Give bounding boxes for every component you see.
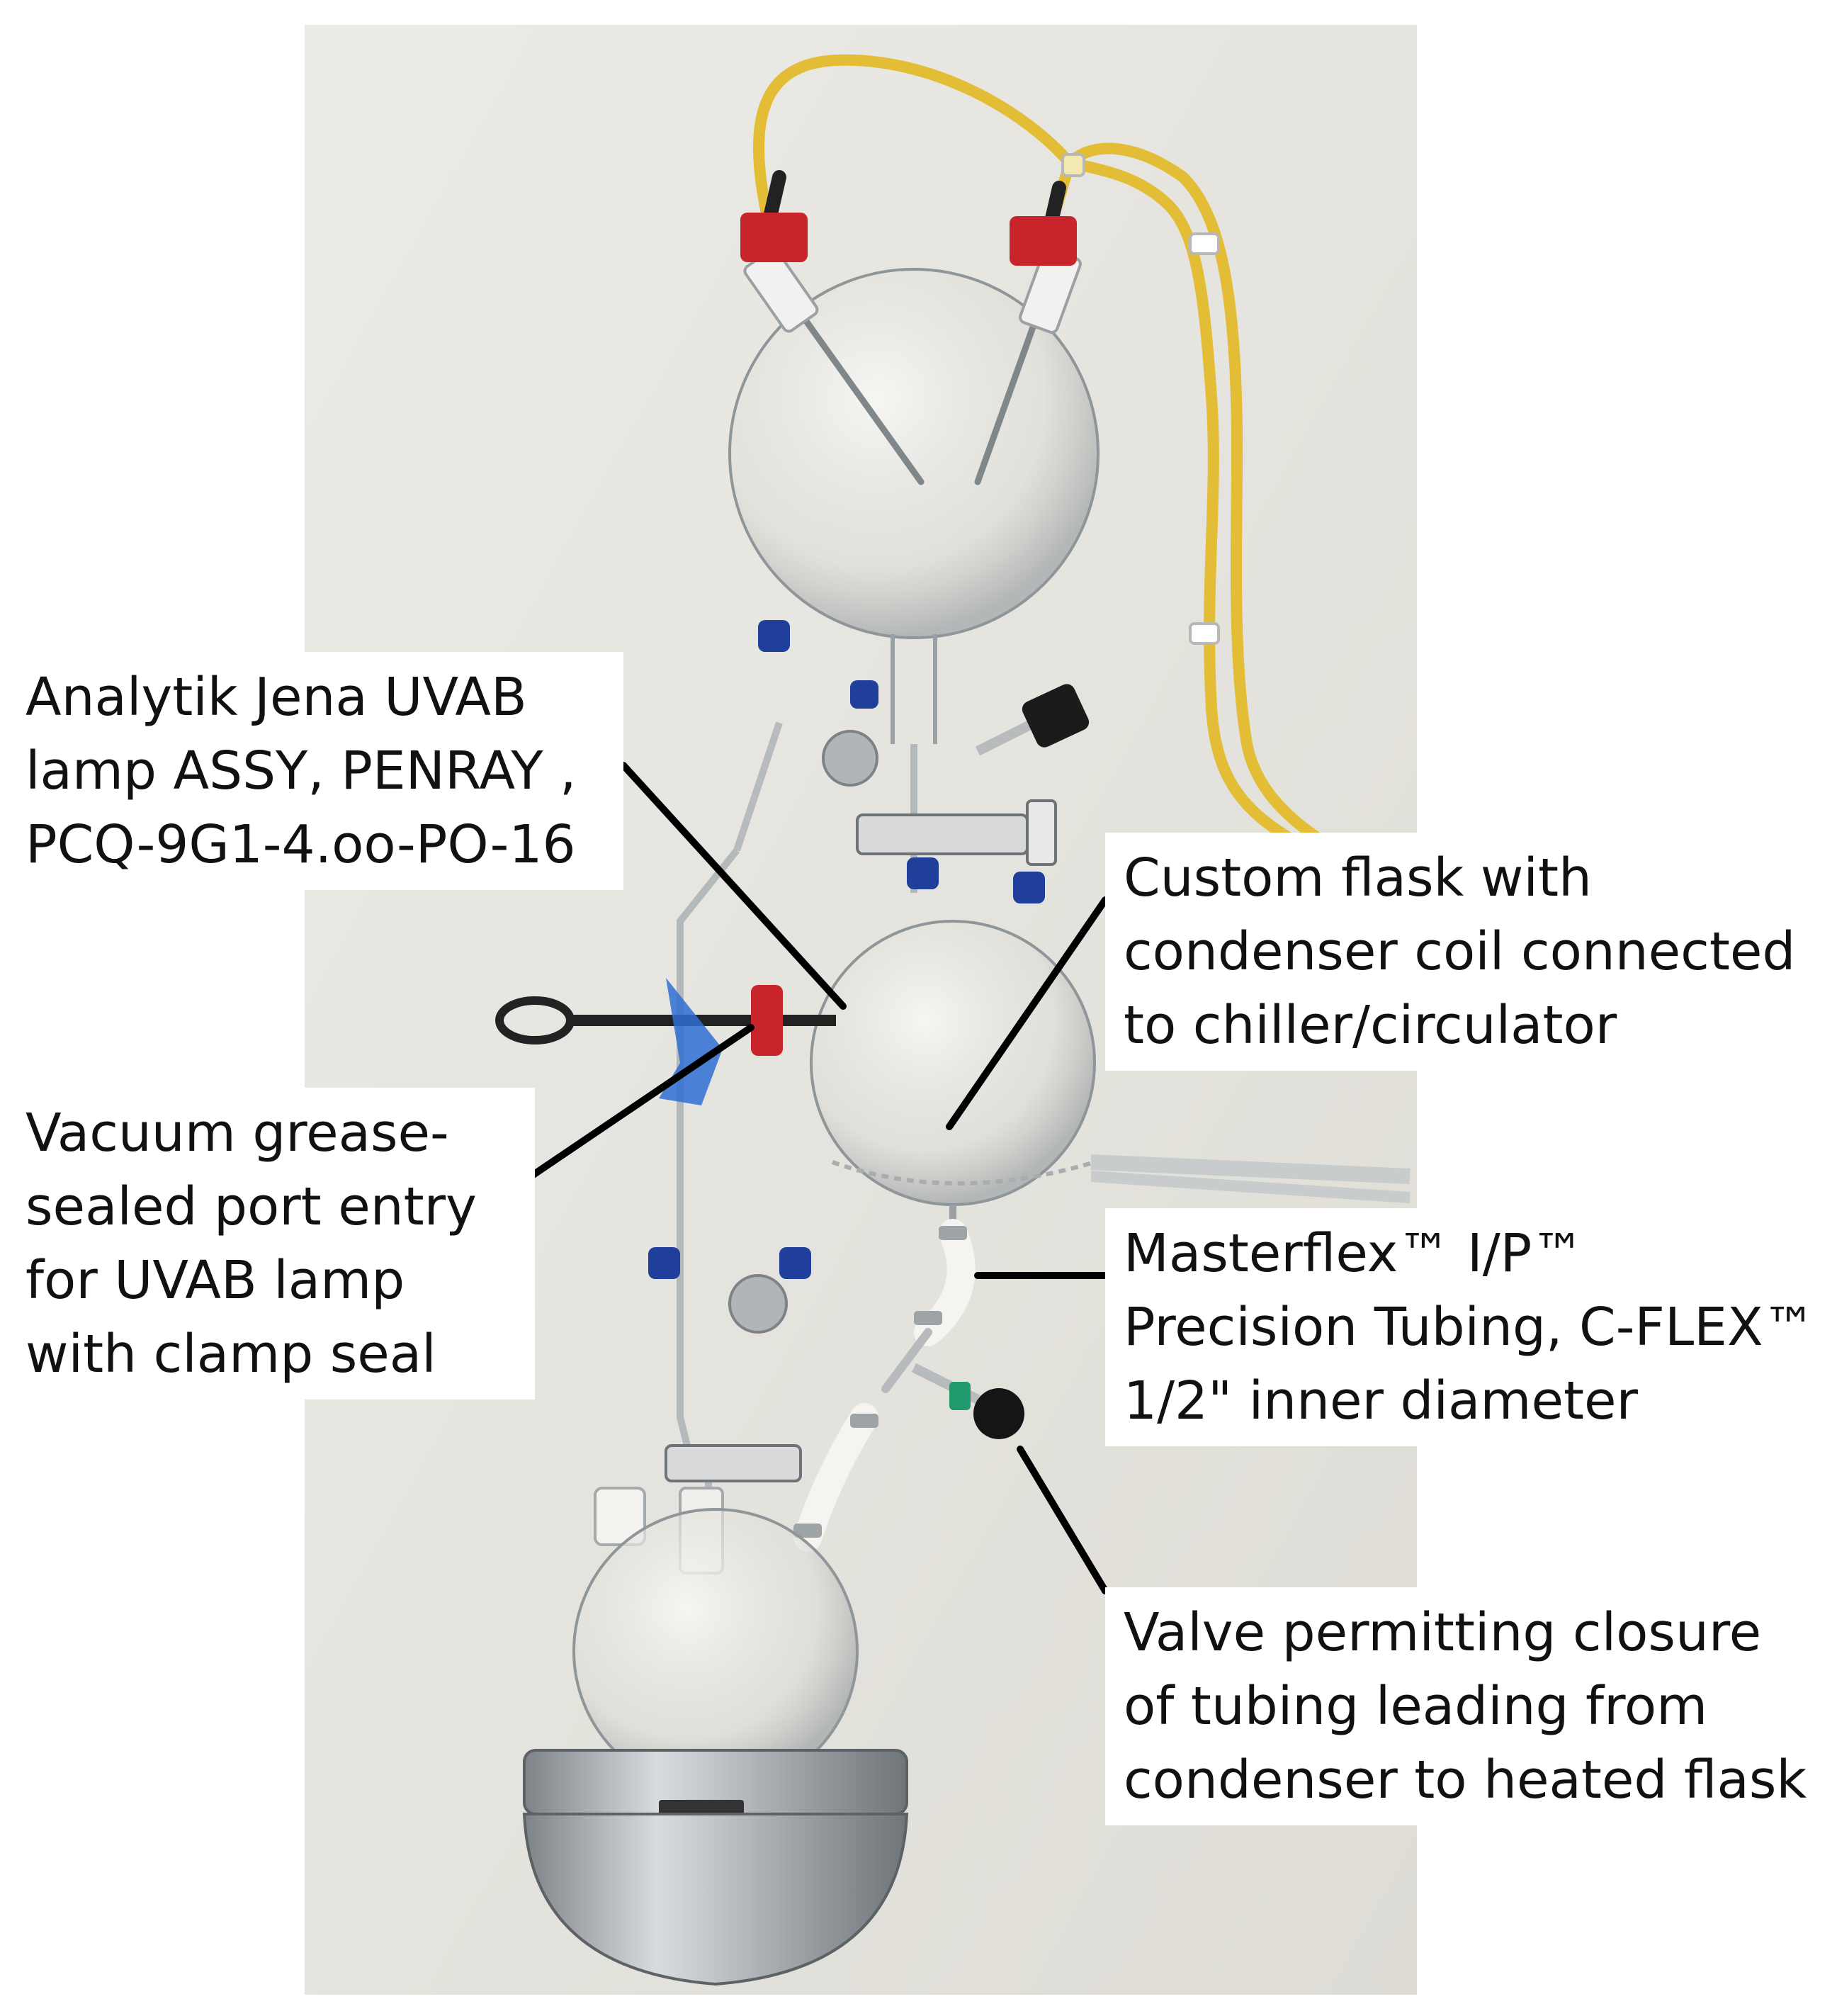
label-port-line2: sealed port entry: [26, 1176, 477, 1237]
leader-lines: [507, 762, 1109, 1594]
label-tubing-line2: Precision Tubing, C-FLEX™: [1124, 1297, 1816, 1358]
lamp-port: [495, 978, 836, 1105]
lower-clamp: [665, 1444, 802, 1482]
label-tubing-line3: 1/2" inner diameter: [1124, 1370, 1638, 1431]
label-flask: Custom flask with condenser coil connect…: [1105, 833, 1837, 1071]
label-valve-line2: of tubing leading from: [1124, 1676, 1708, 1737]
label-lamp-line3: PCQ-9G1-4.oo-PO-16: [26, 814, 576, 875]
condenser-flask: [810, 920, 1411, 1226]
label-flask-line2: condenser coil connected: [1124, 921, 1796, 982]
tubing-clamps: [793, 1226, 967, 1538]
top-flask: [728, 268, 1100, 852]
upper-clamp: [856, 799, 1057, 866]
label-port-line3: for UVAB lamp: [26, 1250, 405, 1311]
label-flask-line3: to chiller/circulator: [1124, 995, 1617, 1056]
label-tubing-line1: Masterflex™ I/P™: [1124, 1223, 1585, 1284]
label-valve: Valve permitting closure of tubing leadi…: [1105, 1587, 1837, 1825]
heating-mantle: [522, 1749, 909, 1986]
tube-clips: [1061, 153, 1220, 645]
label-lamp-line1: Analytik Jena UVAB: [26, 667, 527, 728]
wall-mounts: [728, 730, 878, 1334]
label-port-line1: Vacuum grease-: [26, 1103, 449, 1164]
label-valve-line1: Valve permitting closure: [1124, 1602, 1762, 1663]
label-tubing: Masterflex™ I/P™ Precision Tubing, C-FLE…: [1105, 1208, 1837, 1446]
label-flask-line1: Custom flask with: [1124, 847, 1592, 908]
label-port: Vacuum grease- sealed port entry for UVA…: [7, 1088, 535, 1400]
probe-fittings: [740, 213, 1082, 334]
label-lamp: Analytik Jena UVAB lamp ASSY, PENRAY , P…: [7, 652, 623, 890]
yellow-tubing: [752, 54, 1423, 906]
valve: [911, 1363, 1024, 1439]
stopcocks: [648, 620, 1045, 1279]
side-arm-cap: [975, 684, 1090, 756]
label-valve-line3: condenser to heated flask: [1124, 1750, 1807, 1811]
bottom-flask: [572, 1487, 859, 1794]
label-port-line4: with clamp seal: [26, 1324, 436, 1385]
label-lamp-line2: lamp ASSY, PENRAY ,: [26, 740, 577, 801]
